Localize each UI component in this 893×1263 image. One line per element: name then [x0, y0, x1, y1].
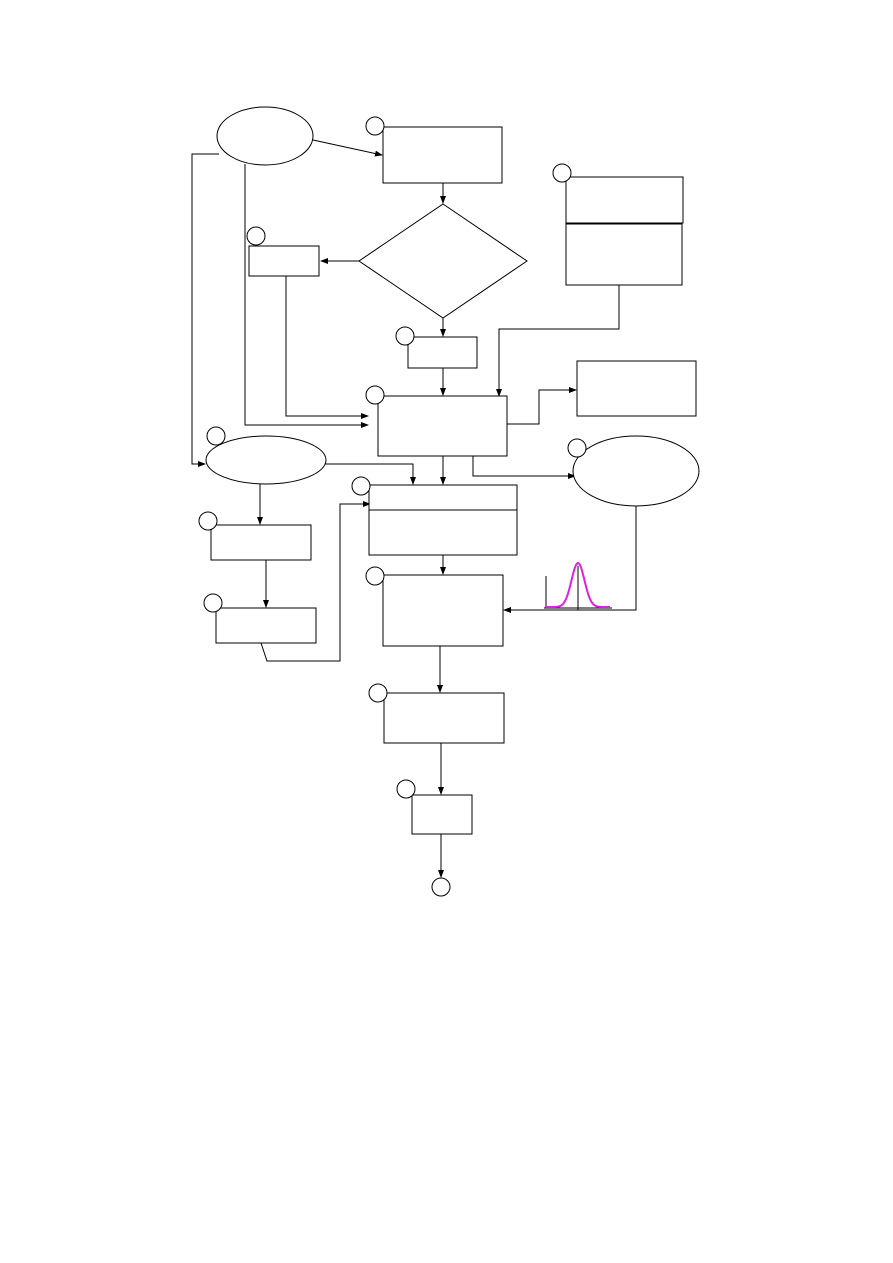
- step-marker-11: [203, 593, 223, 613]
- step-marker-7: [567, 438, 587, 458]
- node-box-lower-2: [383, 692, 505, 744]
- edge-right-ellipse-to-lower: [503, 506, 637, 613]
- bell-curve-icon: [544, 561, 612, 610]
- node-box-center: [377, 395, 508, 457]
- node-box-top: [382, 126, 503, 184]
- node-box-split-top: [368, 484, 518, 511]
- node-box-left-a: [210, 524, 312, 561]
- edge-start-to-top-box: [312, 139, 383, 157]
- step-marker-3: [246, 226, 266, 246]
- edge-left-ellipse-to-split: [325, 463, 416, 485]
- edge-start-to-center: [244, 164, 369, 428]
- node-end-connector: [431, 877, 451, 897]
- node-start-ellipse: [216, 106, 314, 166]
- node-box-right-stack-bottom: [565, 223, 683, 286]
- edge-center-to-right-output: [507, 387, 577, 425]
- step-marker-12: [368, 683, 388, 703]
- step-marker-13: [396, 779, 416, 799]
- node-box-left-small: [248, 245, 320, 277]
- node-box-right-output: [576, 360, 697, 417]
- node-box-below-decision: [407, 336, 478, 369]
- node-box-small-bottom: [411, 794, 473, 835]
- nodes-group: [205, 106, 700, 897]
- bell-curve-path: [546, 561, 610, 608]
- step-marker-6: [206, 426, 226, 446]
- step-marker-10: [365, 566, 385, 586]
- node-box-left-b: [215, 607, 317, 644]
- node-ellipse-right: [572, 435, 700, 507]
- node-box-lower: [382, 574, 504, 647]
- edge-start-to-left-ellipse: [191, 153, 219, 467]
- node-ellipse-left: [205, 435, 327, 485]
- edges-group: [191, 139, 637, 878]
- step-marker-8: [351, 476, 371, 496]
- step-marker-2: [552, 163, 572, 183]
- step-marker-4: [395, 326, 415, 346]
- edge-right-stack-to-center: [496, 285, 620, 397]
- edge-left-box-to-center: [285, 276, 369, 419]
- step-marker-9: [198, 511, 218, 531]
- node-box-split-bottom: [368, 509, 518, 556]
- edge-box-b-to-split: [260, 501, 371, 662]
- edge-center-to-right-ellipse: [472, 456, 576, 479]
- step-marker-1: [365, 116, 385, 136]
- node-decision: [358, 203, 528, 319]
- node-box-right-stack-top: [565, 176, 684, 224]
- step-marker-5: [365, 385, 385, 405]
- step-markers-group: [198, 116, 587, 799]
